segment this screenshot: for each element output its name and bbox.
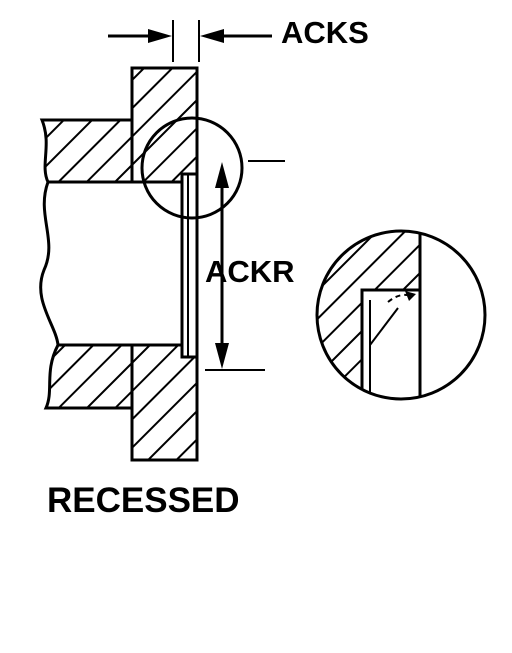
enlarged-detail-view [315,229,487,401]
flange-lower [130,343,199,462]
detail-indicator-circle [140,116,244,220]
ackr-arrow-bottom [215,343,229,369]
detail-fillet-line [369,307,399,346]
detail-pointer-arrow [405,291,416,301]
pipe-section [39,118,134,410]
diagram-caption: RECESSED [47,481,240,520]
flange-recess-bore [180,172,199,359]
ackr-arrow-top [215,162,229,188]
acks-dimension [108,20,272,62]
flange-section [130,66,199,462]
pipe-lower-wall [43,343,134,410]
ackr-dimension [205,160,285,371]
pipe-upper-wall [39,118,134,184]
detail-pointer-dashed [387,293,413,303]
detail-recess-cutout [362,290,420,399]
acks-arrow-left [148,29,172,43]
acks-label: ACKS [281,15,369,50]
detail-recess-outline [360,288,420,399]
ackr-label: ACKR [205,254,295,289]
detail-view-circle [315,229,487,401]
acks-arrow-right [200,29,224,43]
pipe-break-line [39,181,60,346]
